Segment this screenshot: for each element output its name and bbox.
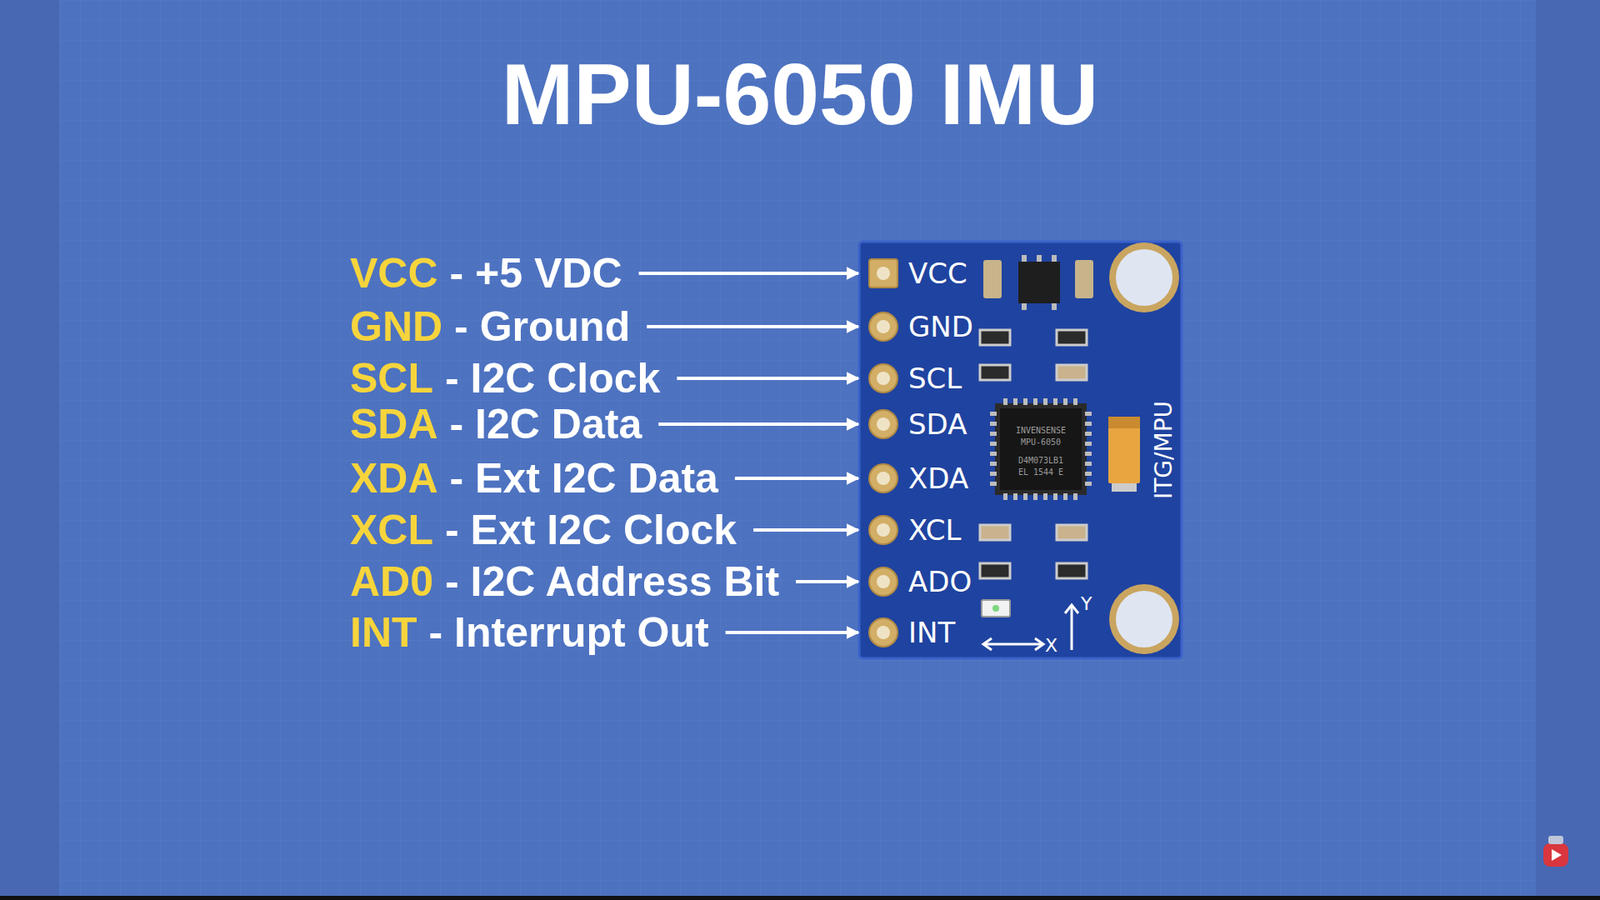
pin-description-row: SDA- I2C Data xyxy=(350,399,642,450)
silkscreen-pin-label: XCL xyxy=(908,513,962,547)
pin-function: - I2C Address Bit xyxy=(445,556,780,607)
pin-description-row: AD0- I2C Address Bit xyxy=(350,556,780,607)
silkscreen-pin-label: SCL xyxy=(908,361,962,395)
pin-name: SCL xyxy=(350,353,434,404)
leader-arrow xyxy=(795,580,859,584)
pin-function: - Interrupt Out xyxy=(429,607,710,658)
pin-description-row: GND- Ground xyxy=(350,301,630,352)
pin-function: - I2C Clock xyxy=(445,353,660,404)
silkscreen-pin-label: ADO xyxy=(908,565,972,599)
pin-name: XCL xyxy=(350,505,434,555)
board-marking: ITG/MPU xyxy=(1147,400,1181,500)
pin-function: - Ground xyxy=(454,301,630,352)
pin-description-row: XDA- Ext I2C Data xyxy=(350,453,719,504)
pin-name: SDA xyxy=(350,399,439,450)
pin-description-row: SCL- I2C Clock xyxy=(350,353,660,404)
chip-marking: INVENSENSE xyxy=(1000,425,1082,436)
silkscreen-pin-label: VCC xyxy=(908,256,968,290)
axis-label: X xyxy=(1045,635,1058,657)
channel-logo xyxy=(1543,835,1569,867)
pin-function: - Ext I2C Data xyxy=(450,453,719,504)
leader-arrow xyxy=(753,528,859,532)
pin-name: AD0 xyxy=(350,556,434,607)
pin-function: - Ext I2C Clock xyxy=(445,505,737,555)
leader-arrow xyxy=(658,422,859,426)
chip-marking: D4M073LB1 xyxy=(1000,455,1082,466)
pin-description-row: XCL- Ext I2C Clock xyxy=(350,505,737,555)
silkscreen-pin-label: SDA xyxy=(908,407,967,441)
pin-name: VCC xyxy=(350,248,439,299)
leader-arrow xyxy=(639,271,859,275)
pin-name: INT xyxy=(350,607,418,658)
pin-description-row: INT- Interrupt Out xyxy=(350,607,710,658)
silkscreen-pin-label: XDA xyxy=(908,461,969,495)
chip-marking: EL 1544 E xyxy=(1000,466,1082,478)
pin-name: GND xyxy=(350,301,443,352)
pin-name: XDA xyxy=(350,453,439,504)
silkscreen-pin-label: GND xyxy=(908,310,974,344)
axis-label: Y xyxy=(1080,593,1092,615)
pin-description-row: VCC- +5 VDC xyxy=(350,248,623,299)
silkscreen-pin-label: INT xyxy=(908,615,955,650)
leader-arrow xyxy=(646,325,859,329)
leader-arrow xyxy=(735,476,859,480)
chip-marking: MPU-6050 xyxy=(1000,436,1082,448)
leader-arrow xyxy=(725,630,859,635)
pin-function: - I2C Data xyxy=(450,399,643,450)
pin-function: - +5 VDC xyxy=(450,248,623,299)
leader-arrow xyxy=(676,376,859,380)
page-title: MPU-6050 IMU xyxy=(0,48,1600,140)
